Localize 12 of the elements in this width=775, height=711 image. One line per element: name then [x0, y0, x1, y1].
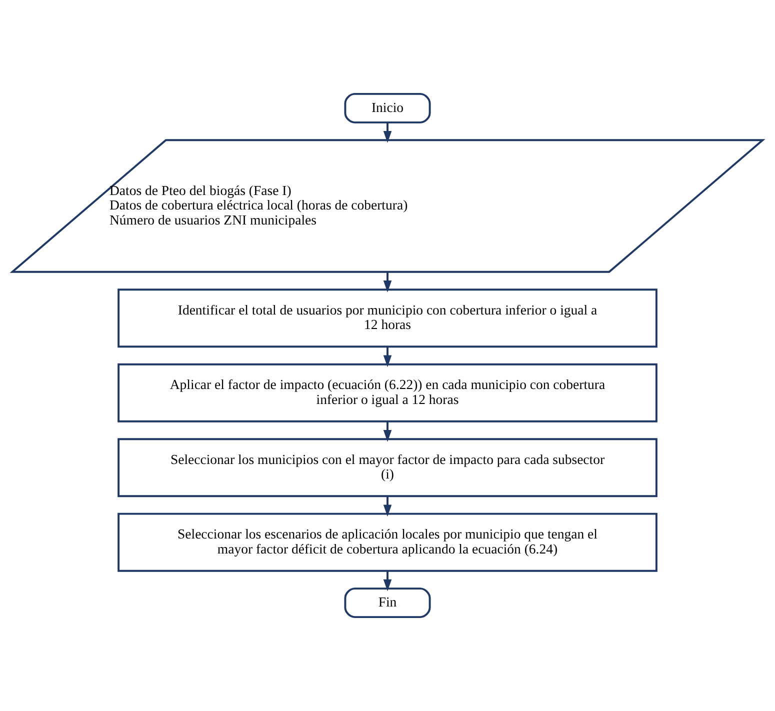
node-box: Seleccionar los municipios con el mayor factor de impacto para cada subsector (i) [118, 438, 658, 498]
arrow [383, 272, 392, 292]
node-box: Identificar el total de usuarios por municipio con cobertura inferior o igual a 12 horas [118, 288, 658, 348]
arrow [383, 122, 392, 143]
node-box: Seleccionar los escenarios de aplicación locales por municipio que tengan el mayor factor déficit de cobertura aplicando la ecuación (6.24) [118, 512, 658, 572]
node-box: Aplicar el factor de impacto (ecuación (6.22)) en cada municipio con cobertura inferior o igual a 12 horas [118, 363, 658, 422]
arrow [383, 570, 392, 592]
arrow [383, 422, 392, 442]
arrow [383, 347, 392, 368]
arrow [383, 496, 392, 517]
node-box: Fin [344, 588, 431, 618]
node-box: Inicio [344, 92, 431, 124]
